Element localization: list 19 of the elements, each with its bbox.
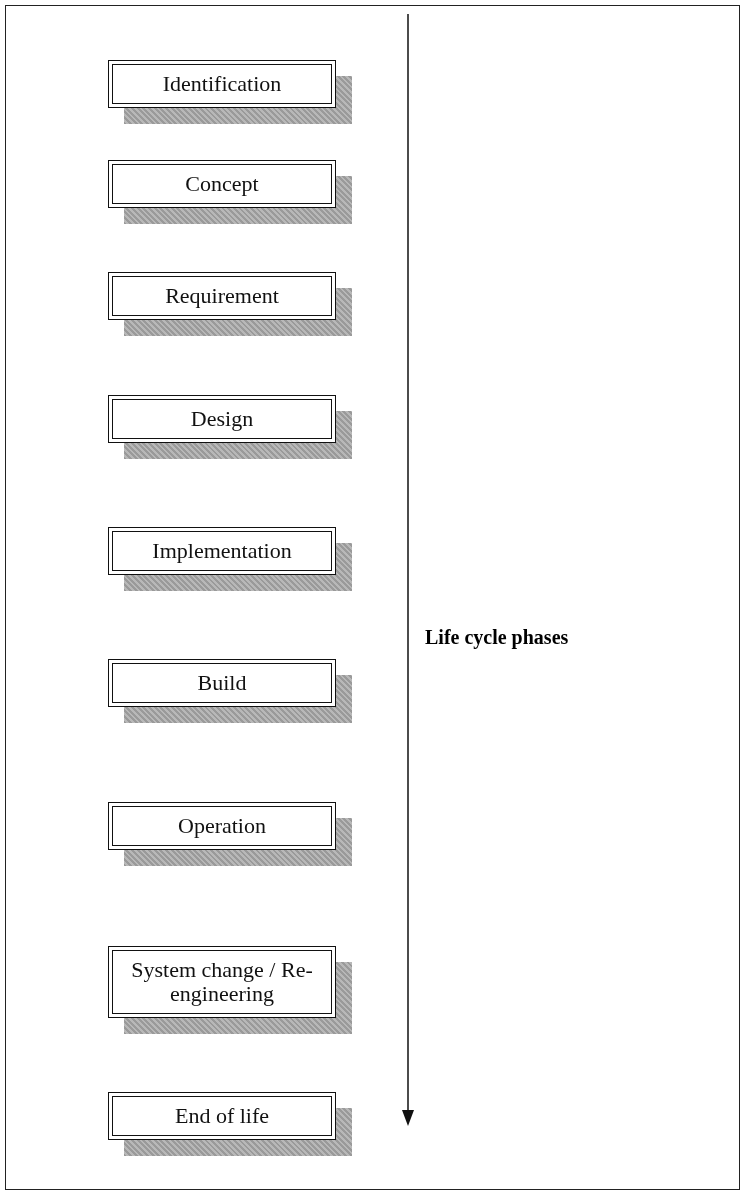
phase-box (108, 946, 336, 1018)
phase-label: Implementation (152, 538, 292, 564)
phase-box (108, 527, 336, 575)
phase-label: Operation (178, 813, 266, 839)
axis-label: Life cycle phases (425, 626, 569, 649)
phase-label: System change / Re-engineering (130, 957, 314, 1007)
phase-label: Concept (185, 171, 259, 197)
phase-box (108, 659, 336, 707)
phase-box (108, 395, 336, 443)
phase-box (108, 160, 336, 208)
phase-label: Identification (162, 71, 282, 97)
phase-label: End of life (174, 1103, 270, 1129)
phase-box (108, 802, 336, 850)
phase-label: Build (197, 670, 247, 696)
phase-label: Requirement (165, 283, 279, 309)
phase-box (108, 1092, 336, 1140)
phase-label: Design (190, 406, 254, 432)
phase-box (108, 60, 336, 108)
phase-box (108, 272, 336, 320)
